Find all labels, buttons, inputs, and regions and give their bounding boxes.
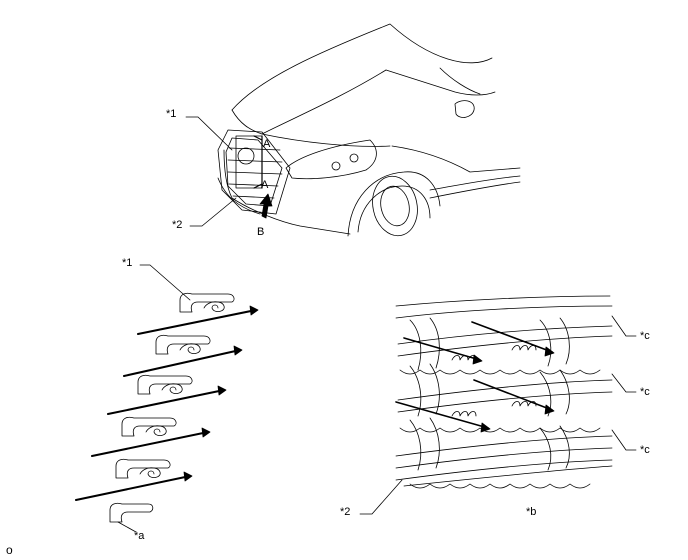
section-a-lower-label: A bbox=[261, 179, 269, 191]
clip-4 bbox=[121, 416, 177, 437]
clip-6 bbox=[109, 502, 154, 523]
section-a-upper-label: A bbox=[263, 138, 271, 150]
callout-b-label: *b bbox=[526, 506, 537, 518]
callout-1-clip: *1 bbox=[122, 257, 133, 269]
clip-3 bbox=[137, 374, 193, 395]
clip-2 bbox=[155, 334, 211, 355]
callout-2-grille: *2 bbox=[340, 506, 351, 518]
clip-arrow-group bbox=[75, 264, 259, 533]
callout-a-label: *a bbox=[134, 530, 145, 542]
clip-5 bbox=[115, 458, 171, 479]
callout-1-top: *1 bbox=[166, 108, 177, 120]
grille-section-view bbox=[359, 295, 637, 515]
callout-c-2: *c bbox=[640, 386, 650, 398]
callout-c-3: *c bbox=[640, 444, 650, 456]
corner-mark: o bbox=[6, 543, 13, 557]
callout-2-top: *2 bbox=[172, 219, 183, 231]
callout-c-1: *c bbox=[640, 330, 650, 342]
clip-1 bbox=[179, 292, 235, 313]
view-b-label: B bbox=[257, 226, 265, 238]
car-front-view bbox=[185, 23, 521, 237]
